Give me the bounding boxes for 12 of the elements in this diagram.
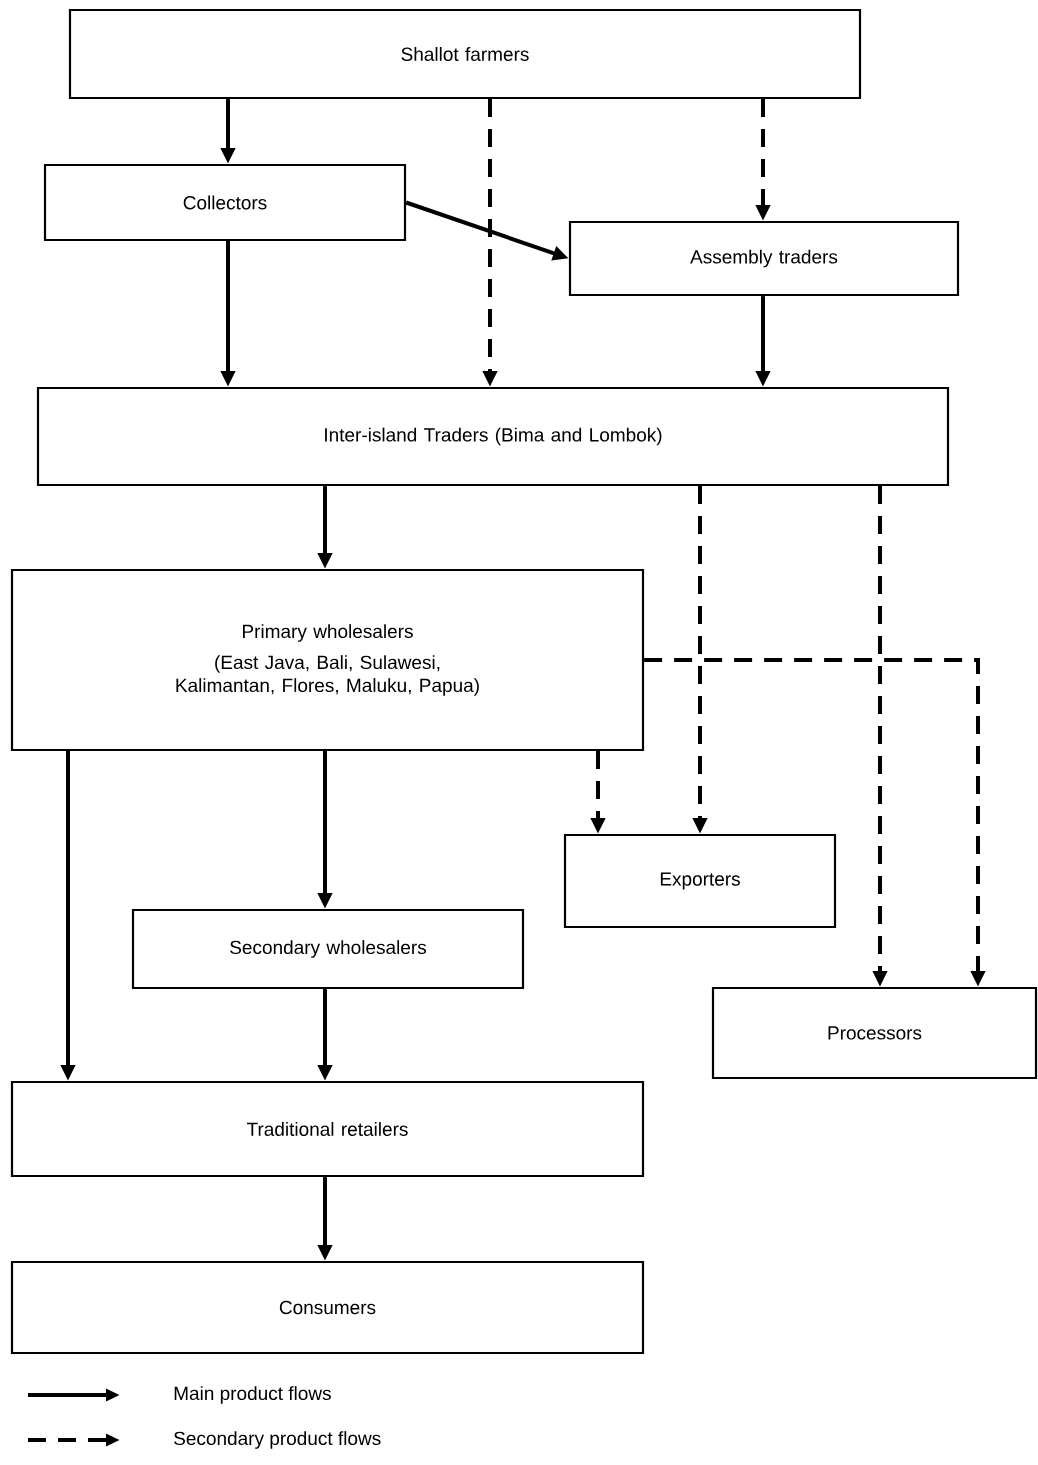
flow-box: Secondary wholesalers — [131, 908, 525, 990]
flow-box: Shallot farmers — [68, 8, 862, 100]
flow-box: Assembly traders — [568, 220, 960, 297]
flow-box: Consumers — [10, 1260, 645, 1355]
flow-box: Collectors — [43, 163, 407, 242]
flow-box: Processors — [711, 986, 1038, 1080]
legend-text: Main product flows — [174, 1386, 331, 1404]
flow-box: Traditional retailers — [10, 1080, 645, 1178]
flow-box: Primary wholesalers (East Java, Bali, Sulawesi, Kalimantan, Flores, Maluku, Papua) — [10, 568, 645, 752]
flow-box: Exporters — [563, 833, 837, 929]
flow-box: Inter-island Traders (Bima and Lombok) — [36, 386, 950, 487]
legend-text: Secondary product flows — [174, 1431, 381, 1449]
